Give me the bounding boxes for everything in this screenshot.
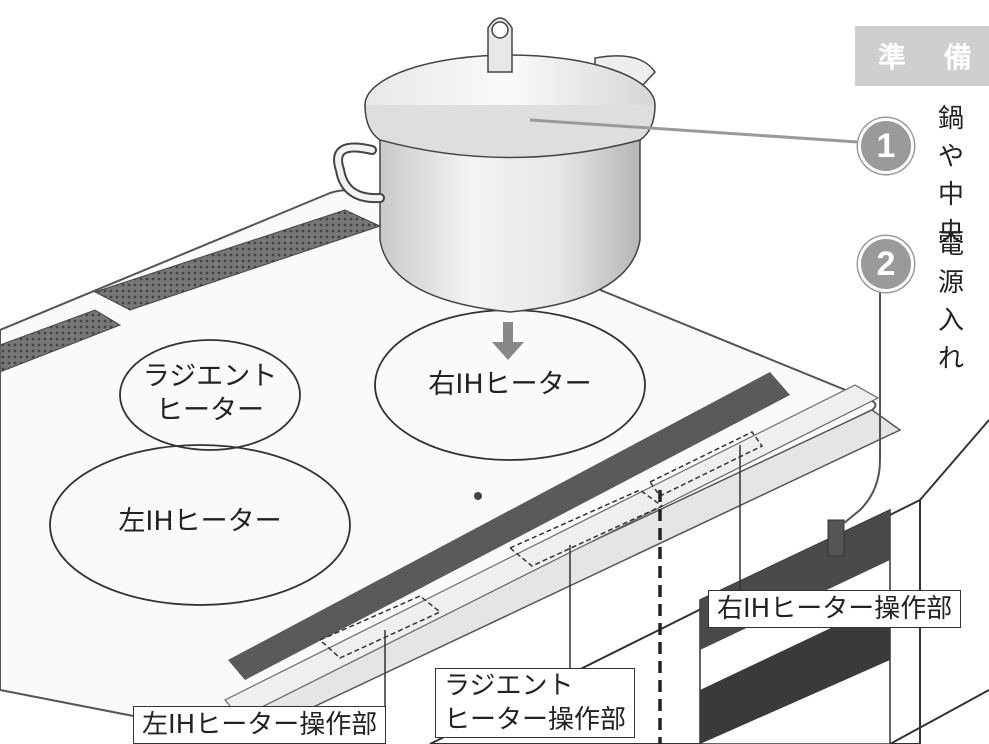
step-2-line1: 電源 xyxy=(938,230,965,298)
radiant-controls-label: ラジエント ヒーター操作部 xyxy=(435,668,636,738)
right-controls-outline xyxy=(648,431,764,497)
right-ih-heater-label: 右IHヒーター xyxy=(428,369,592,400)
left-ih-controls-label: 左IHヒーター操作部 xyxy=(133,706,387,744)
left-ih-heater-label: 左IHヒーター xyxy=(118,506,282,537)
radiant-heater-ring xyxy=(119,339,301,451)
step-1-line2: 中央 xyxy=(938,180,965,248)
step-1-number: 1 xyxy=(858,118,914,174)
radiant-controls-label-line2: ヒーター操作部 xyxy=(444,705,627,735)
left-controls-outline xyxy=(318,595,442,659)
radiant-controls-outline xyxy=(508,489,664,567)
right-ih-controls-label: 右IHヒーター操作部 xyxy=(708,590,962,628)
pot-illustration xyxy=(333,17,656,313)
cooktop xyxy=(0,189,902,744)
left-ih-ring xyxy=(49,444,351,606)
leader-line-step1 xyxy=(529,118,859,144)
header-tab xyxy=(855,26,989,86)
leader-line-step2 xyxy=(837,284,881,529)
radiant-heater-label-line2: ヒーター xyxy=(156,395,264,426)
power-switch xyxy=(827,519,845,557)
radiant-heater-label-line1: ラジエント xyxy=(142,361,278,392)
step-2-number: 2 xyxy=(858,236,914,292)
radiant-controls-label-line1: ラジエント xyxy=(444,671,574,701)
step-2-text: 電源 入れ xyxy=(938,226,989,378)
header-title: 準 備 xyxy=(878,41,986,74)
vent-mesh-left xyxy=(0,309,122,373)
down-arrow-icon xyxy=(492,322,524,360)
radiant-heater-label: ラジエント ヒーター xyxy=(140,360,280,428)
center-dot xyxy=(474,492,482,500)
step-1-text: 鍋や 中央 xyxy=(938,100,989,252)
step-1-line1: 鍋や xyxy=(938,104,965,172)
step-2-line2: 入れ xyxy=(938,306,965,374)
dark-band xyxy=(228,372,790,680)
